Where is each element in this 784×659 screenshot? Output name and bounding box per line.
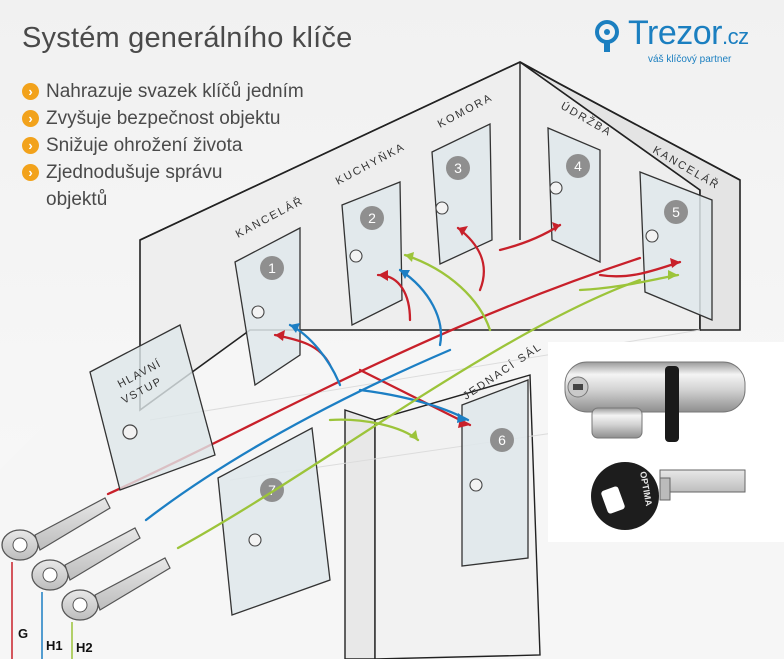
arrow-right-icon: › bbox=[22, 110, 39, 127]
logo-tagline: váš klíčový partner bbox=[648, 54, 732, 65]
door-panel bbox=[431, 122, 493, 265]
benefit-text: Snižuje ohrožení života bbox=[46, 135, 243, 156]
door-panel bbox=[217, 426, 331, 616]
door-panel bbox=[461, 379, 529, 567]
logo-name: Trezor bbox=[628, 14, 722, 52]
door-number-badge bbox=[446, 156, 470, 180]
benefit-item: › Nahrazuje svazek klíčů jedním bbox=[22, 78, 304, 105]
benefit-item: › Snižuje ohrožení života bbox=[22, 132, 304, 159]
door-number: 4 bbox=[574, 158, 582, 174]
key-label-g: G bbox=[18, 626, 29, 641]
door-number: 1 bbox=[268, 260, 276, 276]
door-number: 7 bbox=[268, 482, 276, 498]
page-title: Systém generálního klíče bbox=[22, 22, 353, 54]
door-panel bbox=[341, 181, 403, 327]
door-knob bbox=[248, 533, 262, 547]
benefit-text: Zjednodušuje správu objektů bbox=[46, 162, 223, 210]
door-number-badge bbox=[664, 200, 688, 224]
door-knob bbox=[469, 478, 483, 492]
door-number-badge bbox=[360, 206, 384, 230]
door-panel bbox=[639, 171, 713, 321]
partition-wall bbox=[344, 409, 376, 659]
key-label-h1: H1 bbox=[46, 638, 63, 653]
door-number: 3 bbox=[454, 160, 462, 176]
wall-top-edge bbox=[139, 61, 741, 241]
door-knob bbox=[549, 181, 563, 195]
door-knob bbox=[349, 249, 363, 263]
key-g bbox=[1, 497, 111, 561]
logo-tld: .cz bbox=[721, 24, 749, 49]
path-h1-main bbox=[144, 348, 452, 522]
door-number: 2 bbox=[368, 210, 376, 226]
door-knob bbox=[645, 229, 659, 243]
arrow-right-icon: › bbox=[22, 137, 39, 154]
path-h2-main bbox=[176, 278, 642, 550]
keyhole-logo-icon bbox=[595, 20, 619, 52]
door-number: 6 bbox=[498, 432, 506, 448]
door-number-badge bbox=[490, 428, 514, 452]
benefit-item: › Zjednodušuje správu objektů bbox=[22, 159, 304, 213]
door-number-badge bbox=[260, 256, 284, 280]
benefit-text: Nahrazuje svazek klíčů jedním bbox=[46, 81, 304, 102]
brand-logo[interactable]: Trezor.cz váš klíčový partner bbox=[592, 14, 772, 70]
path-h1-door2 bbox=[398, 268, 443, 347]
arrowheads bbox=[275, 222, 680, 440]
key-h1 bbox=[31, 527, 141, 591]
path-h2-door2 bbox=[403, 253, 492, 332]
cylinder-photo: OPTIMA bbox=[548, 342, 784, 542]
door-knob bbox=[251, 305, 265, 319]
arrow-right-icon: › bbox=[22, 83, 39, 100]
entrance-door: HLAVNÍ VSTUP bbox=[89, 324, 216, 491]
benefit-list: › Nahrazuje svazek klíčů jedním › Zvyšuje … bbox=[22, 78, 304, 213]
door-panel bbox=[547, 127, 601, 264]
keys bbox=[1, 497, 171, 659]
logo-wordmark: Trezor.cz bbox=[628, 14, 749, 53]
key-h2 bbox=[61, 557, 171, 621]
key-label-h2: H2 bbox=[76, 640, 93, 655]
door-number-badge bbox=[566, 154, 590, 178]
door-knob bbox=[435, 201, 449, 215]
door-number: 5 bbox=[672, 204, 680, 220]
arrow-right-icon: › bbox=[22, 164, 39, 181]
benefit-text: Zvyšuje bezpečnost objektu bbox=[46, 108, 281, 129]
benefit-item: › Zvyšuje bezpečnost objektu bbox=[22, 105, 304, 132]
door-7: 7 bbox=[217, 426, 331, 616]
